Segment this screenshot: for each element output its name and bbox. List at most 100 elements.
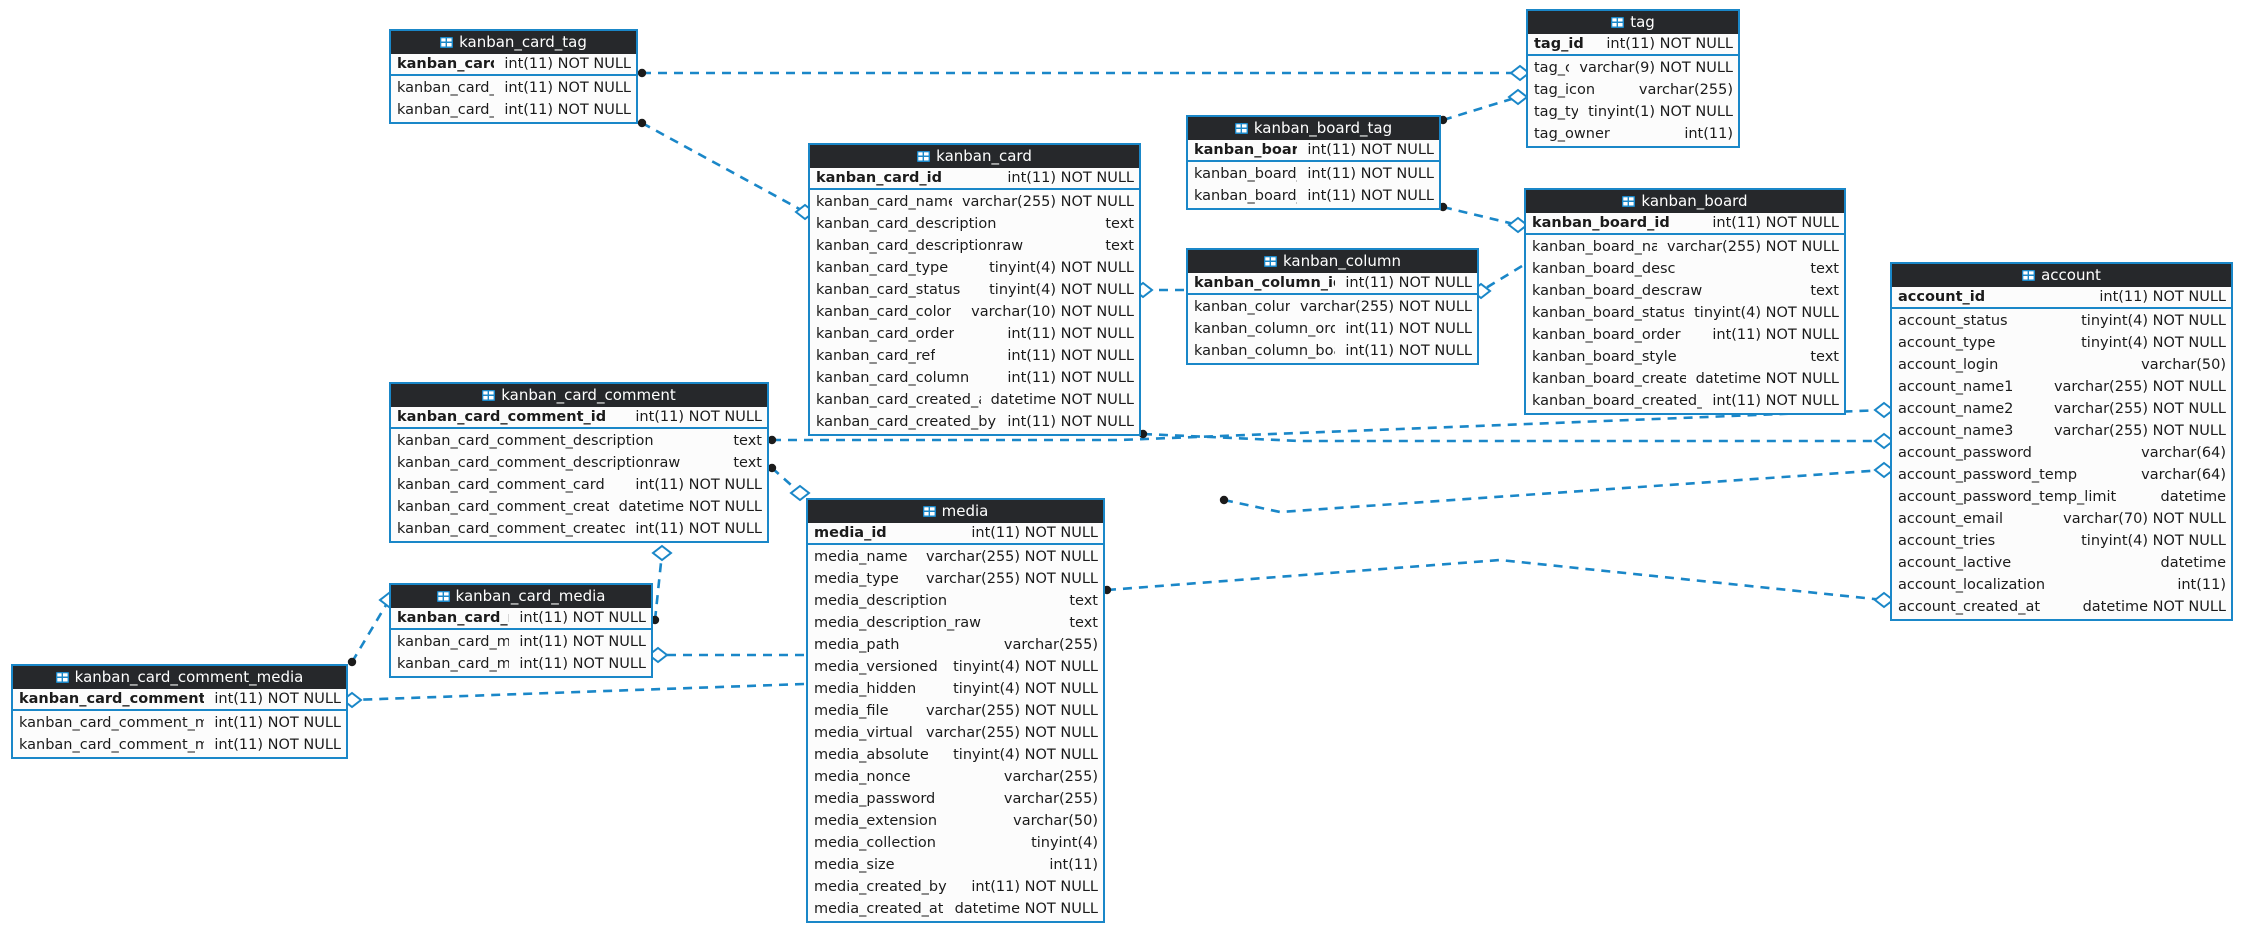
table-header[interactable]: kanban_card_media <box>391 585 651 608</box>
field-row[interactable]: kanban_board_tag_srcint(11) NOT NULL <box>1188 185 1439 207</box>
table-header[interactable]: tag <box>1528 11 1738 34</box>
table-header[interactable]: kanban_board <box>1526 190 1844 213</box>
table-header[interactable]: account <box>1892 264 2231 287</box>
field-row[interactable]: kanban_card_tag_srcint(11) NOT NULL <box>391 99 636 121</box>
table-header[interactable]: kanban_card <box>810 145 1139 168</box>
table-header[interactable]: kanban_board_tag <box>1188 117 1439 140</box>
table-kanban_board_tag[interactable]: kanban_board_tagkanban_board_tag_idint(1… <box>1186 115 1441 210</box>
field-row[interactable]: kanban_card_media_srcint(11) NOT NULL <box>391 631 651 653</box>
field-row[interactable]: kanban_card_comment_media_srcint(11) NOT… <box>13 712 346 734</box>
table-header[interactable]: kanban_card_comment_media <box>13 666 346 689</box>
field-row[interactable]: kanban_card_comment_media_dstint(11) NOT… <box>13 734 346 756</box>
field-row[interactable]: kanban_board_tag_dstint(11) NOT NULL <box>1188 163 1439 185</box>
table-header[interactable]: kanban_card_tag <box>391 31 636 54</box>
field-row[interactable]: kanban_card_tag_dstint(11) NOT NULL <box>391 77 636 99</box>
table-header[interactable]: kanban_card_comment <box>391 384 767 407</box>
table-kanban_card_tag[interactable]: kanban_card_tagkanban_card_tag_idint(11)… <box>389 29 638 124</box>
table-header[interactable]: media <box>808 500 1103 523</box>
table-header[interactable]: kanban_column <box>1188 250 1477 273</box>
table-kanban_card_media[interactable]: kanban_card_mediakanban_card_media_idint… <box>389 583 653 678</box>
field-row[interactable]: kanban_card_media_dstint(11) NOT NULL <box>391 653 651 675</box>
